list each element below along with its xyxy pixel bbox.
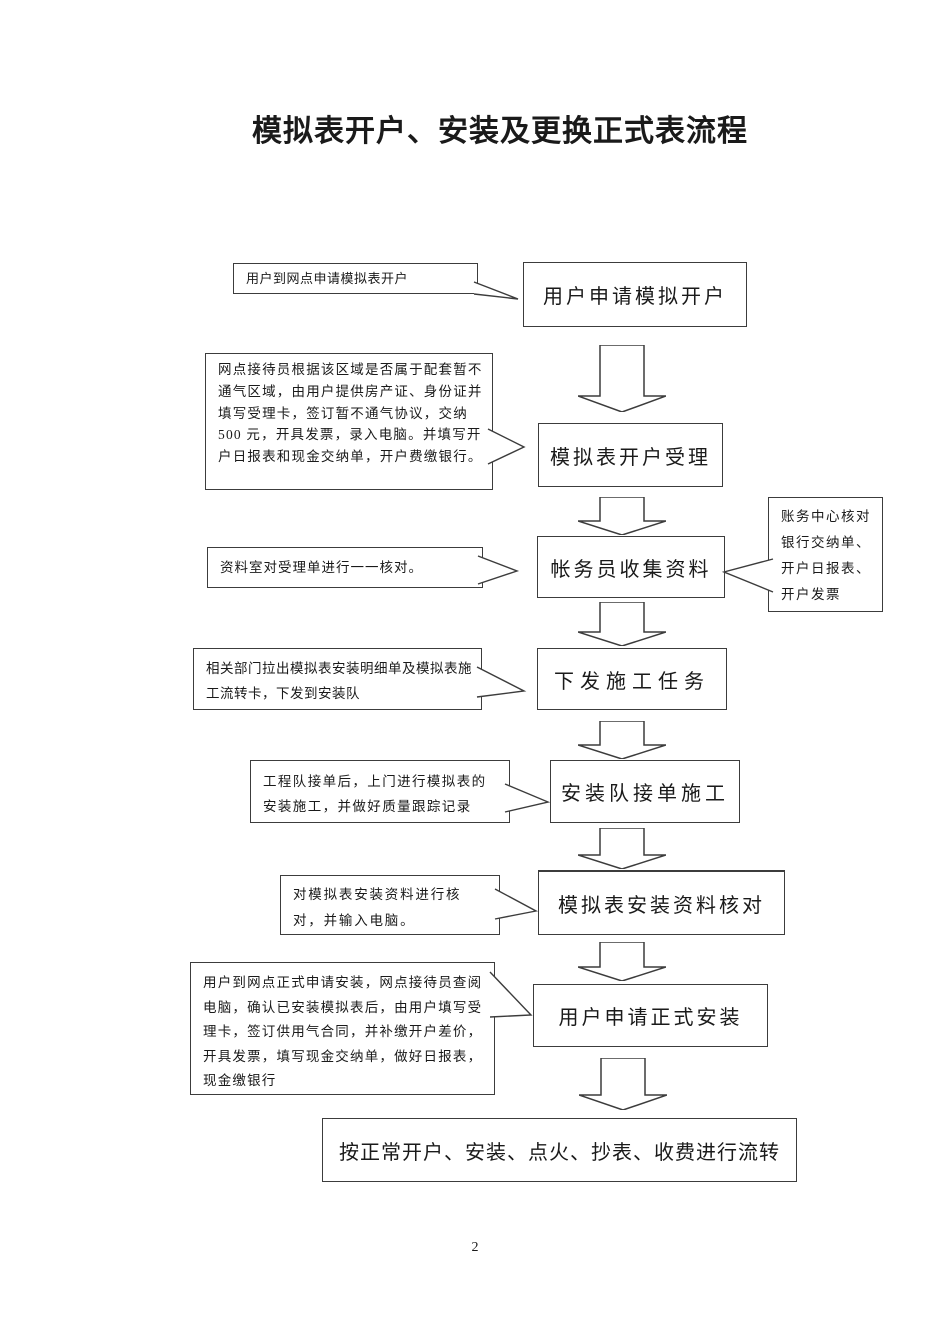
flow-step-issue-construction-task: 下发施工任务 [537,648,727,710]
flow-step-install-data-verification: 模拟表安装资料核对 [538,870,785,935]
callout-acceptance-procedure-detail: 网点接待员根据该区域是否属于配套暂不通气区域，由用户提供房产证、身份证并填写受理… [205,353,493,490]
callout-tail-icon [494,888,539,920]
callout-tail-icon [487,428,526,465]
flow-step-install-team-accepts-job: 安装队接单施工 [550,760,740,823]
callout-data-room-check-note: 资料室对受理单进行一一核对。 [207,547,483,588]
callout-tail-icon [489,971,533,1018]
callout-tail-icon [477,555,520,585]
down-arrow-icon [579,1058,667,1110]
callout-tail-icon [473,281,519,300]
page-number: 2 [471,1240,479,1255]
down-arrow-icon [578,721,666,759]
flow-step-accountant-collects-materials: 帐务员收集资料 [537,536,725,598]
callout-formal-apply-detail: 用户到网点正式申请安装，网点接待员查阅电脑，确认已安装模拟表后，由用户填写受理卡… [190,962,495,1095]
flow-step-simulated-account-acceptance: 模拟表开户受理 [538,423,723,487]
down-arrow-icon [578,345,666,412]
flow-step-user-apply-simulated-account: 用户申请模拟开户 [523,262,747,327]
down-arrow-icon [578,828,666,869]
callout-tail-icon [721,558,774,593]
flow-step-user-apply-formal-install: 用户申请正式安装 [533,984,768,1047]
callout-finance-center-verify-note: 账务中心核对银行交纳单、开户日报表、开户发票 [768,497,883,612]
down-arrow-icon [578,942,666,981]
down-arrow-icon [578,602,666,646]
callout-install-data-check-note: 对模拟表安装资料进行核对，并输入电脑。 [280,875,500,935]
callout-issue-task-detail: 相关部门拉出模拟表安装明细单及模拟表施工流转卡，下发到安装队 [193,648,482,710]
flow-step-normal-process-circulation: 按正常开户、安装、点火、抄表、收费进行流转 [322,1118,797,1182]
callout-apply-at-branch-note: 用户到网点申请模拟表开户 [233,263,478,294]
callout-construction-team-detail: 工程队接单后，上门进行模拟表的安装施工，并做好质量跟踪记录 [250,760,510,823]
down-arrow-icon [578,497,666,535]
callout-tail-icon [504,783,551,813]
callout-tail-icon [476,666,527,698]
page-title: 模拟表开户、安装及更换正式表流程 [252,115,748,148]
